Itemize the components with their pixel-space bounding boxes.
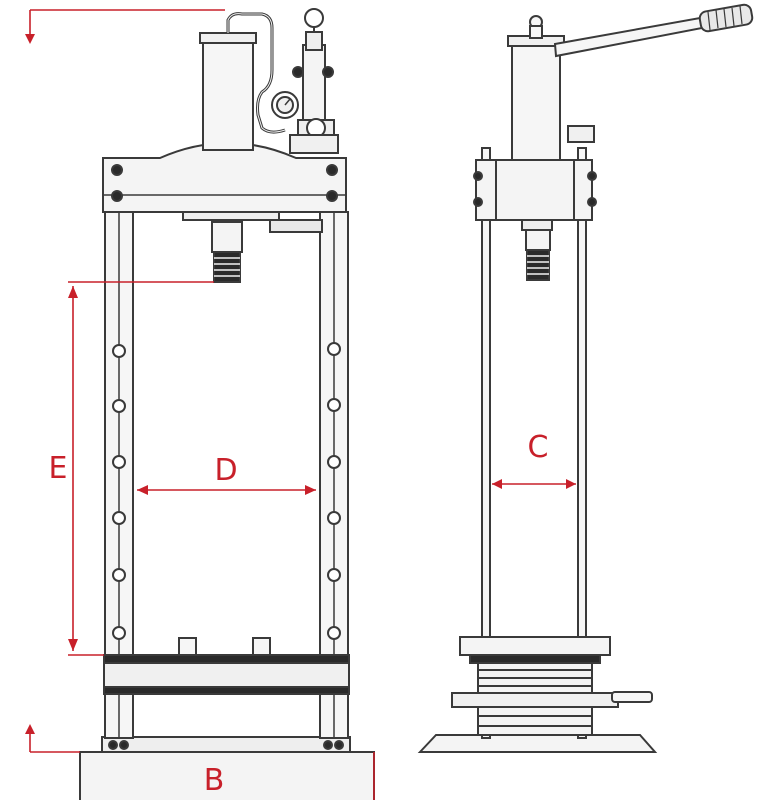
front-bed-body	[103, 662, 350, 688]
front-v-block-left	[178, 637, 197, 656]
side-handle-grip	[698, 3, 754, 33]
side-right-rod	[577, 147, 587, 739]
side-cylinder	[511, 41, 561, 161]
front-cylinder	[202, 39, 254, 151]
side-bed-bracket	[451, 692, 619, 708]
front-right-column-holes	[327, 342, 341, 640]
front-left-column-holes	[112, 344, 126, 640]
front-bed-bottom	[103, 686, 350, 695]
front-view	[79, 8, 375, 800]
front-bed-top	[103, 654, 350, 664]
side-bed-top	[459, 636, 611, 656]
side-left-rod	[481, 147, 491, 739]
front-ram	[211, 221, 243, 253]
side-base-foot	[417, 734, 658, 753]
side-ram	[525, 229, 551, 251]
front-base-plate	[101, 736, 351, 753]
side-ram-tip	[526, 249, 550, 281]
front-ram-tip	[213, 251, 241, 283]
side-pump-handle	[553, 16, 704, 58]
front-pump-body	[302, 44, 326, 126]
front-base-block	[79, 751, 375, 800]
label-b: B	[204, 763, 225, 798]
side-ram-flange	[521, 219, 553, 231]
label-e: E	[49, 451, 68, 486]
front-ram-flange	[182, 211, 280, 221]
label-c: C	[528, 430, 549, 465]
label-d: D	[214, 453, 237, 488]
front-v-block-right	[252, 637, 271, 656]
front-release-knob	[304, 8, 324, 28]
side-view	[417, 3, 754, 753]
dimension-lines	[25, 9, 576, 800]
